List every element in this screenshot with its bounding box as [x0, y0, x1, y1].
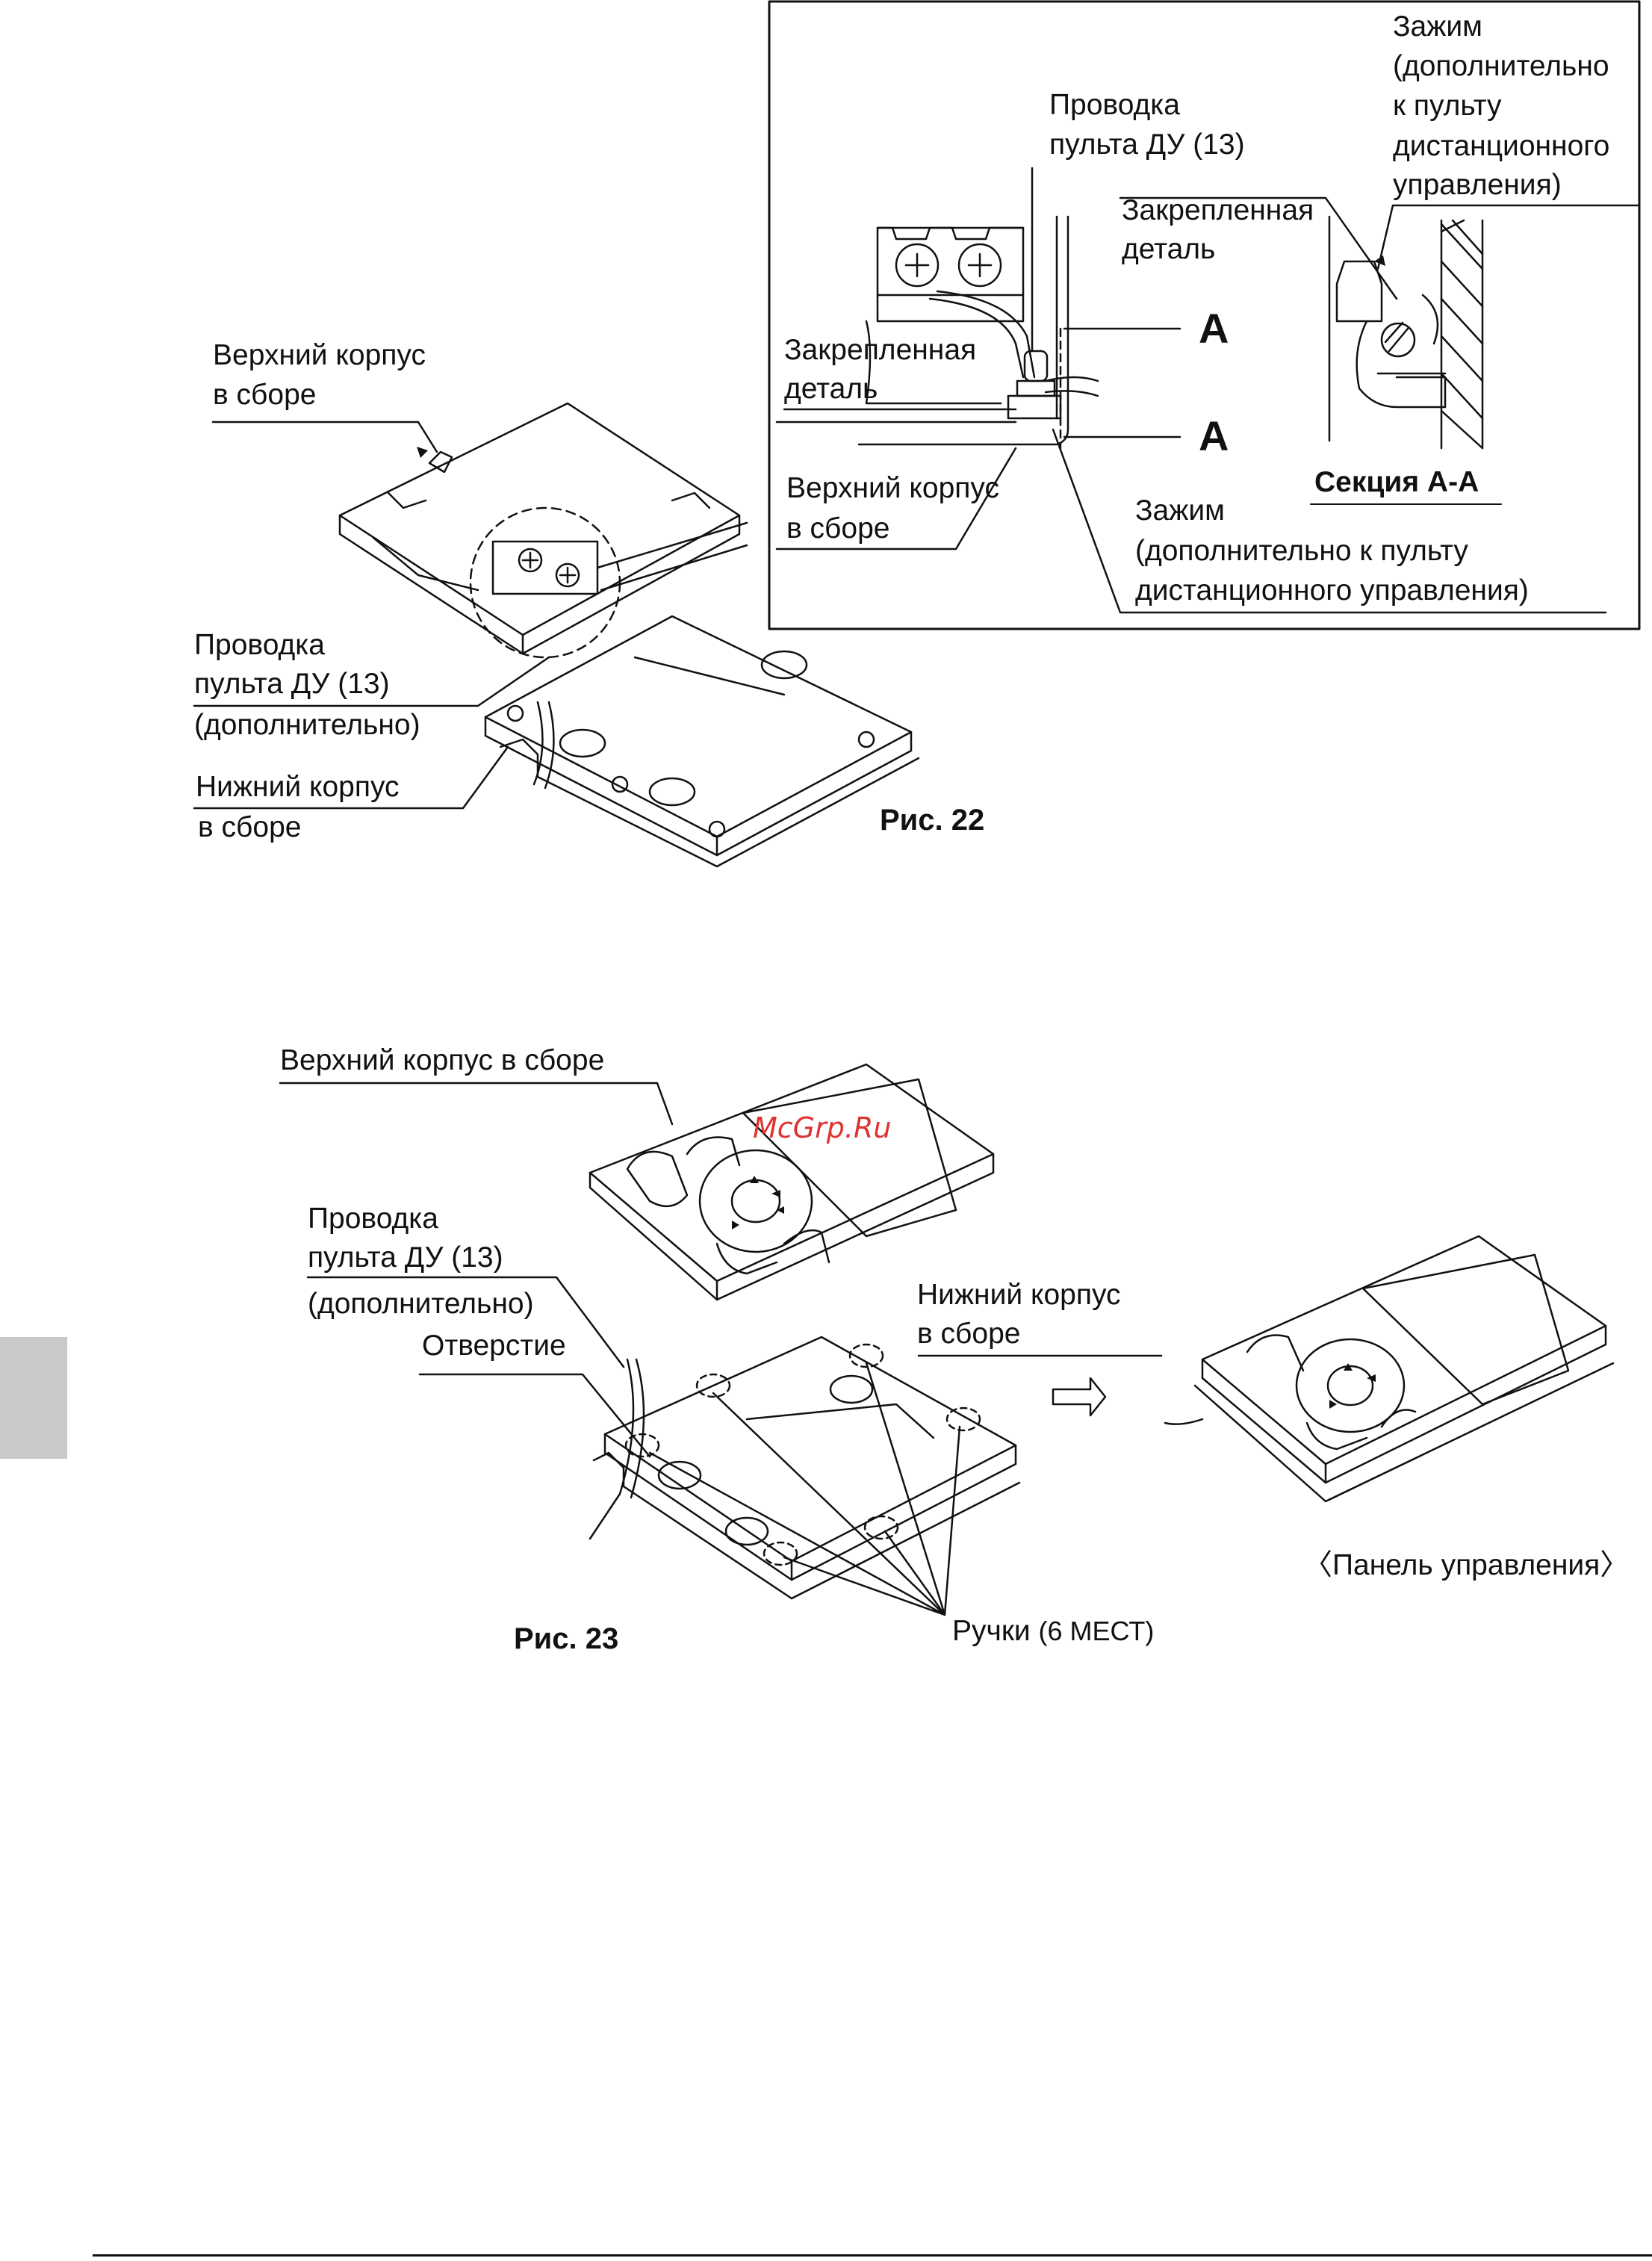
fig23-assembled-panel	[1164, 1235, 1615, 1503]
section-marker-a-top: A	[1199, 305, 1229, 352]
watermark: McGrp.Ru	[753, 1111, 892, 1144]
inset-label-rc-wiring-line1: Проводка	[1049, 89, 1180, 121]
label-rc-wiring-22-line1: Проводка	[194, 629, 325, 661]
inset-label-fixed-right-line1: Закрепленная	[1122, 194, 1314, 226]
label-lower-case-23-line2: в сборе	[917, 1318, 1021, 1350]
leader-knobs-23	[648, 1362, 961, 1616]
inset-label-clamp-top-line5: управления)	[1393, 169, 1562, 201]
label-upper-case-23: Верхний корпус в сборе	[280, 1044, 605, 1076]
inset-label-rc-wiring-line2: пульта ДУ (13)	[1049, 128, 1245, 161]
label-lower-case-23-line1: Нижний корпус	[917, 1279, 1121, 1311]
label-upper-case-22-line2: в сборе	[213, 379, 317, 411]
label-knobs-count: (6 МЕСТ)	[1038, 1616, 1155, 1646]
label-lower-case-22-line1: Нижний корпус	[196, 771, 400, 803]
leader-rc-wiring-23	[306, 1276, 625, 1368]
inset-label-upper-case-line1: Верхний корпус	[786, 472, 999, 504]
label-rc-wiring-22-line2: пульта ДУ (13)	[194, 668, 390, 700]
inset-label-clamp-bottom-line3: дистанционного управления)	[1135, 574, 1529, 607]
fig23-upper-case	[589, 1063, 995, 1301]
fig22-upper-case	[338, 402, 741, 655]
leader-upper-case-22	[211, 421, 438, 453]
inset-label-clamp-top-line3: к пульту	[1393, 90, 1502, 122]
fig22-terminal	[491, 521, 748, 595]
inset-frame	[768, 0, 1641, 630]
inset-label-fixed-left-line1: Закрепленная	[784, 334, 977, 366]
inset-label-clamp-top-line4: дистанционного	[1393, 130, 1610, 162]
label-panel-23: 〈Панель управления〉	[1303, 1549, 1630, 1581]
inset-label-fixed-right-line2: деталь	[1122, 233, 1216, 265]
fig22-zoom-circle	[469, 506, 621, 659]
caption-fig23: Рис. 23	[514, 1622, 619, 1655]
leader-upper-case-23	[279, 1082, 674, 1126]
inset-label-clamp-bottom-line1: Зажим	[1135, 494, 1225, 527]
inset-label-clamp-top-line1: Зажим	[1393, 10, 1482, 43]
inset-label-upper-case-line2: в сборе	[786, 512, 890, 545]
caption-fig22: Рис. 22	[880, 804, 985, 837]
section-aa-title: Секция A-A	[1314, 466, 1479, 498]
label-rc-wiring-23-line2: пульта ДУ (13)	[308, 1241, 503, 1274]
label-upper-case-22-line1: Верхний корпус	[213, 339, 426, 371]
inset-label-fixed-left-line2: деталь	[784, 373, 878, 405]
leader-hole-23	[418, 1373, 651, 1458]
terminal-block-detail	[775, 215, 1099, 446]
section-aa-detail	[1328, 215, 1484, 450]
section-marker-a-bottom: A	[1199, 412, 1229, 459]
fig22-lower-case	[484, 615, 920, 868]
footer-rule	[93, 2254, 1652, 2257]
label-knobs-23: Ручки (6 МЕСТ)	[952, 1612, 1154, 1651]
arrow-icon	[1052, 1377, 1107, 1417]
fig23-knob-marks	[624, 1343, 981, 1566]
fig23-lower-case	[589, 1336, 1021, 1600]
label-lower-case-22-line2: в сборе	[198, 811, 302, 843]
label-knobs-text: Ручки	[952, 1615, 1031, 1647]
label-rc-wiring-23-line3: (дополнительно)	[308, 1288, 534, 1320]
inset-label-clamp-bottom-line2: (дополнительно к пульту	[1135, 535, 1468, 567]
label-rc-wiring-23-line1: Проводка	[308, 1203, 438, 1235]
label-rc-wiring-22-line3: (дополнительно)	[194, 709, 420, 741]
leader-lower-case-22	[193, 745, 509, 810]
side-tab	[0, 1337, 67, 1459]
label-hole-23: Отверстие	[422, 1330, 566, 1362]
leader-rc-wiring-22	[193, 656, 550, 707]
inset-label-clamp-top-line2: (дополнительно	[1393, 50, 1609, 82]
